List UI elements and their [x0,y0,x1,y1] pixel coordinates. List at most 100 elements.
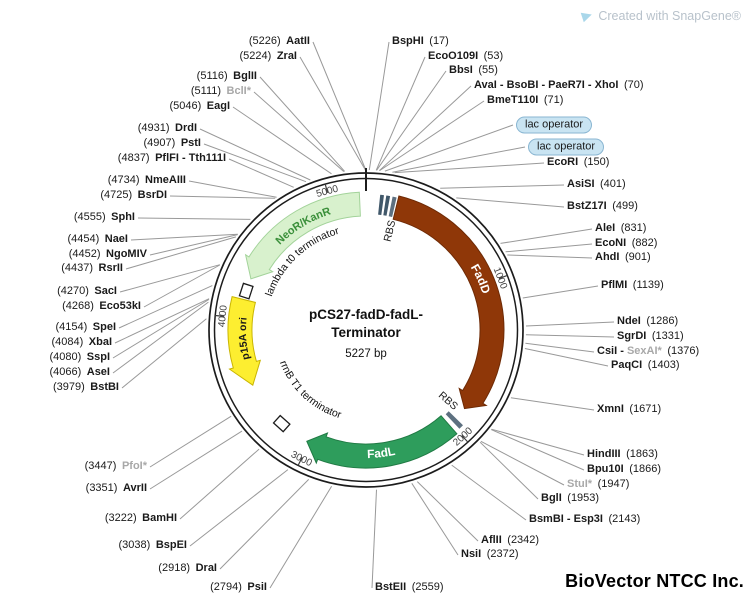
restriction-site-label[interactable]: (3351) AvrII [85,482,147,495]
plasmid-name-line2: Terminator [331,324,401,340]
feature-arrow-neoR-kanR[interactable] [244,191,361,280]
enzyme-name: DraI [195,562,217,575]
site-leader-line [394,162,545,174]
restriction-site-label[interactable]: (4734) NmeAIII [108,174,186,187]
site-leader-line [149,415,232,468]
restriction-site-label[interactable]: BglI (1953) [541,492,600,505]
restriction-site-label[interactable]: (5226) AatII [249,35,310,48]
site-leader-line [525,334,615,338]
site-position: (1376) [661,345,700,358]
restriction-site-label[interactable]: BspHI (17) [392,35,449,48]
restriction-site-label[interactable]: (4268) Eco53kI [62,300,141,313]
restriction-site-label[interactable]: (4907) PstI [144,137,201,150]
restriction-site-label[interactable]: AsiSI (401) [567,178,626,191]
restriction-site-label[interactable]: AflII (2342) [481,534,539,547]
site-position: (3351) [85,482,123,495]
site-position: (71) [538,94,564,107]
restriction-site-label[interactable]: (4270) SacI [57,285,117,298]
site-leader-line [269,485,333,589]
feature-block-lac-operator-2[interactable] [383,195,391,216]
restriction-site-label[interactable]: (5224) ZraI [240,50,297,63]
plasmid-size: 5227 bp [345,348,387,361]
restriction-site-label[interactable]: Bpu10I (1866) [587,463,661,476]
enzyme-name: BglII [233,70,257,83]
site-position: (70) [618,79,644,92]
site-leader-line [440,184,565,189]
restriction-site-label[interactable]: (4837) PflFI - Tth111I [118,152,226,165]
site-position: (1863) [620,448,658,461]
lac-operator-label[interactable]: lac operator [516,116,593,134]
feature-label-fadL: FadL [367,444,397,461]
lac-operator-label[interactable]: lac operator [528,138,605,156]
site-position: (53) [478,50,504,63]
restriction-site-label[interactable]: (4555) SphI [74,211,135,224]
restriction-site-label[interactable]: NsiI (2372) [461,548,518,561]
snapgene-branding: Created with SnapGene® [581,9,741,23]
restriction-site-label[interactable]: (4725) BsrDI [100,189,167,202]
restriction-site-label[interactable]: EcoRI (150) [547,156,609,169]
restriction-site-label[interactable]: (5116) BglII [197,70,257,83]
site-position: (1953) [561,492,600,505]
site-leader-line [143,264,221,308]
site-position: (1947) [592,478,630,491]
enzyme-name: HindIII [587,448,621,461]
restriction-site-label[interactable]: BmeT110I (71) [487,94,564,107]
plasmid-name-line1: pCS27-fadD-fadL- [309,307,423,322]
restriction-site-label[interactable]: AvaI - BsoBI - PaeR7I - XhoI (70) [474,79,644,92]
restriction-site-label[interactable]: CsiI - SexAI* (1376) [597,345,700,358]
rrnB-T1-terminator-glyph[interactable] [272,414,291,433]
site-leader-line [219,479,310,570]
site-position: (2143) [602,513,641,526]
restriction-site-label[interactable]: (2794) PsiI [210,581,267,594]
lac-operator-leader-line [392,146,526,173]
restriction-site-label[interactable]: (4454) NaeI [67,233,128,246]
restriction-site-label[interactable]: PflMI (1139) [601,279,664,292]
enzyme-name: AatII [286,35,310,48]
restriction-site-label[interactable]: (2918) DraI [158,562,217,575]
restriction-site-label[interactable]: (4437) RsrII [61,262,123,275]
restriction-site-label[interactable]: BbsI (55) [449,64,498,77]
restriction-site-label[interactable]: (4452) NgoMIV [69,248,147,261]
restriction-site-label[interactable]: BstEII (2559) [375,581,443,594]
restriction-site-label[interactable]: XmnI (1671) [597,403,661,416]
enzyme-name: PflMI [601,279,628,292]
restriction-site-label[interactable]: (4154) SpeI [55,321,116,334]
enzyme-name: DrdI [175,122,197,135]
restriction-site-label[interactable]: AleI (831) [595,222,646,235]
restriction-site-label[interactable]: SgrDI (1331) [617,330,684,343]
feature-arrow-fadD[interactable] [392,195,505,410]
restriction-site-label[interactable]: (4931) DrdI [138,122,197,135]
restriction-site-label[interactable]: BstZ17I (499) [567,200,638,213]
site-leader-line [188,180,277,198]
feature-block-rbs-2[interactable] [445,411,463,429]
site-leader-line [479,441,539,500]
feature-arrow-fadL[interactable] [306,415,458,469]
site-position: (1331) [646,330,684,343]
restriction-site-label[interactable]: (3447) PfoI* [85,460,147,473]
restriction-site-label[interactable]: (3038) BspEI [119,539,187,552]
site-position: (3222) [104,512,143,525]
enzyme-name: PfoI* [121,460,147,473]
restriction-site-label[interactable]: (5046) EagI [169,100,230,113]
restriction-site-label[interactable]: EcoO109I (53) [428,50,504,63]
feature-arrow-p15A-ori[interactable] [227,295,262,387]
restriction-site-label[interactable]: (4080) SspI [49,351,110,364]
restriction-site-label[interactable]: (5111) BclI* [191,85,251,98]
enzyme-name: BclI* [226,85,251,98]
restriction-site-label[interactable]: EcoNI (882) [595,237,657,250]
restriction-site-label[interactable]: NdeI (1286) [617,315,678,328]
enzyme-name: EcoO109I [428,50,479,63]
restriction-site-label[interactable]: (4066) AseI [49,366,110,379]
feature-block-rbs-1[interactable] [388,196,397,217]
lambda-t0-terminator-glyph[interactable] [238,282,254,300]
restriction-site-label[interactable]: (3222) BamHI [104,512,177,525]
restriction-site-label[interactable]: PaqCI (1403) [611,359,679,372]
restriction-site-label[interactable]: StuI* (1947) [567,478,630,491]
restriction-site-label[interactable]: AhdI (901) [595,251,651,264]
restriction-site-label[interactable]: HindIII (1863) [587,448,658,461]
restriction-site-label[interactable]: BsmBI - Esp3I (2143) [529,513,641,526]
position-tick [297,457,303,466]
feature-block-lac-operator-1[interactable] [378,194,384,215]
restriction-site-label[interactable]: (3979) BstBI [53,381,119,394]
restriction-site-label[interactable]: (4084) XbaI [51,336,112,349]
